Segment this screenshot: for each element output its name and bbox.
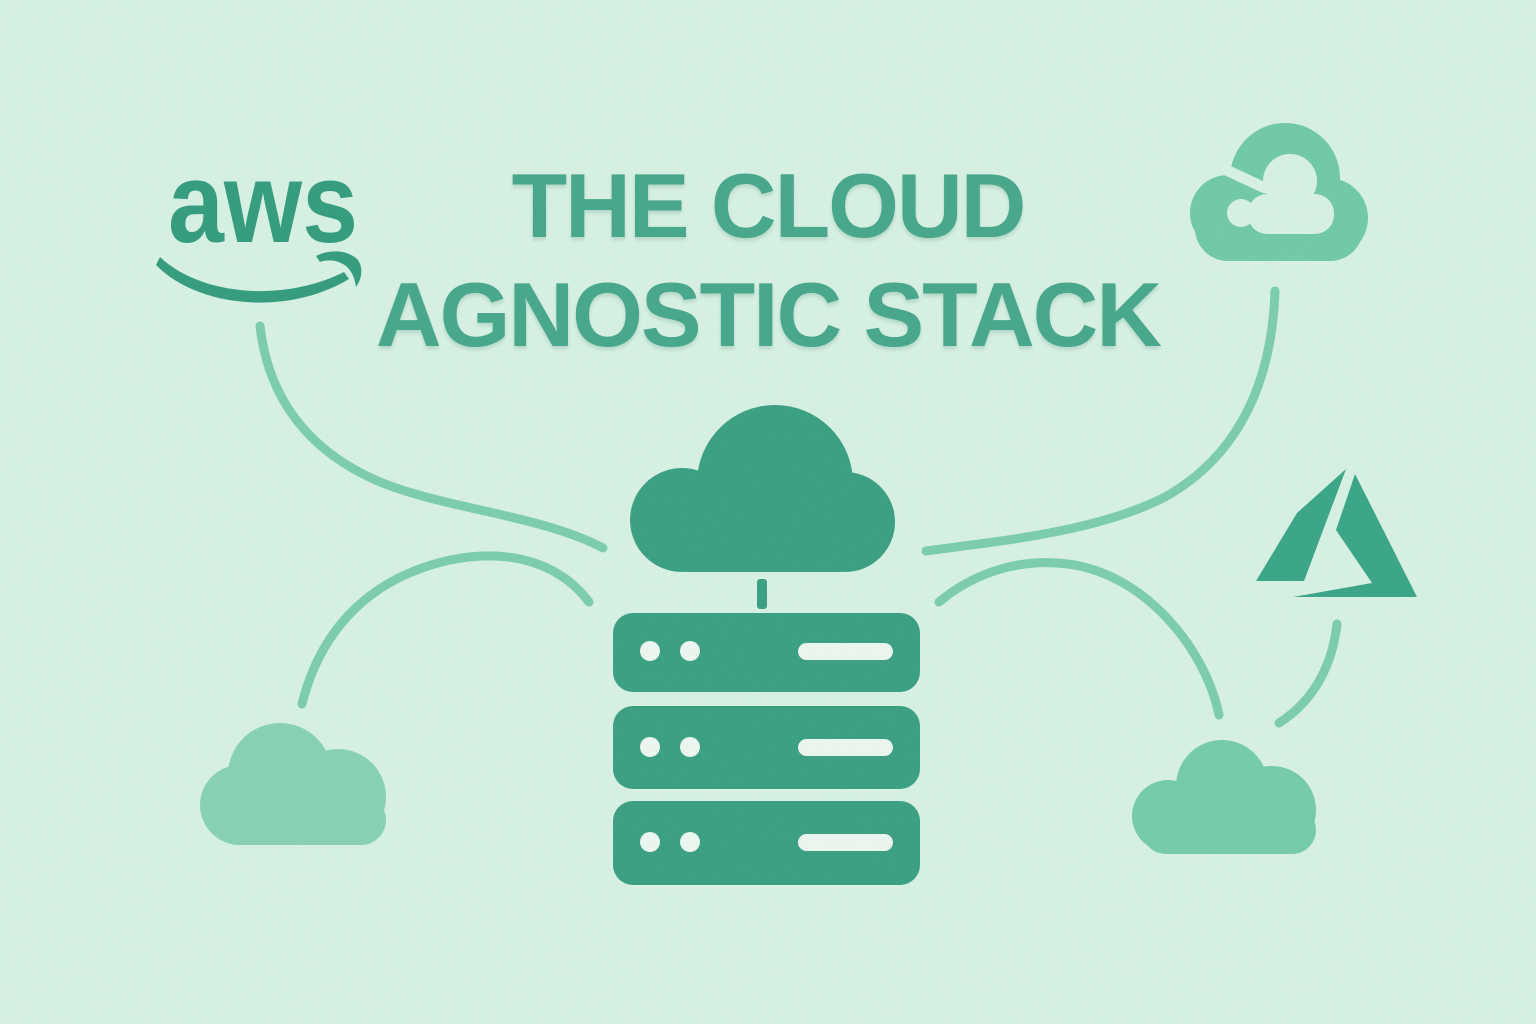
title-line-1: THE CLOUD	[511, 156, 1027, 257]
page-title: THE CLOUD AGNOSTIC STACK	[0, 152, 1536, 370]
title-line-2: AGNOSTIC STACK	[375, 265, 1162, 366]
